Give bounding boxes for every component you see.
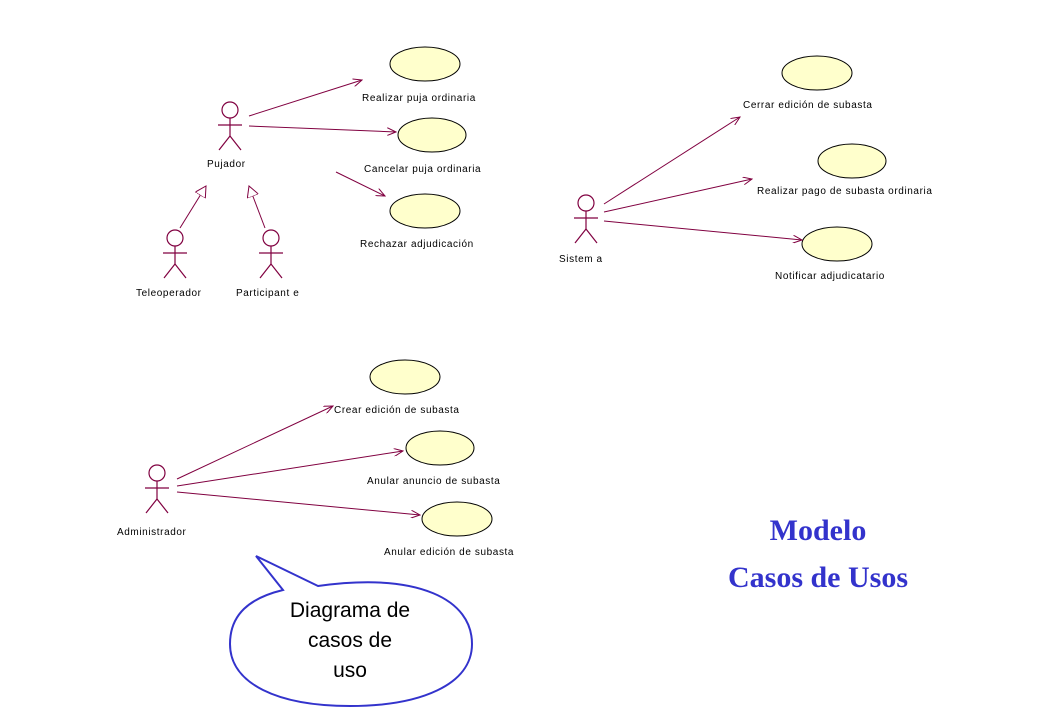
association-notificar: [603, 220, 802, 240]
usecase-label-realizar-pago: Realizar pago de subasta ordinaria: [757, 186, 933, 197]
callout-line2: casos de: [308, 629, 392, 652]
usecase-label-cerrar-edicion: Cerrar edición de subasta: [743, 100, 873, 111]
association-cerrar-edicion: [603, 117, 740, 205]
association-crear-edicion: [176, 406, 333, 480]
usecase-notificar: [801, 226, 873, 262]
actor-label-participante: Participant e: [236, 288, 299, 299]
usecase-anular-edicion: [421, 501, 493, 537]
callout-line1: Diagrama de: [290, 599, 410, 622]
usecase-label-notificar: Notificar adjudicatario: [775, 271, 885, 282]
actor-sistema: [574, 194, 598, 244]
generalization-participante: [249, 186, 266, 229]
title-line1: Modelo: [770, 514, 867, 547]
actor-label-sistema: Sistem a: [559, 254, 603, 265]
association-realizar-puja: [248, 80, 362, 117]
generalization-teleoperador: [179, 186, 206, 229]
usecase-anular-anuncio: [405, 430, 475, 466]
usecase-label-realizar-puja: Realizar puja ordinaria: [362, 93, 476, 104]
actor-label-administrador: Administrador: [117, 527, 187, 538]
association-anular-anuncio: [176, 451, 403, 487]
usecase-rechazar-adjudicacion: [389, 193, 461, 229]
callout-bubble: [228, 555, 474, 708]
usecase-realizar-puja: [389, 46, 461, 82]
usecase-cancelar-puja: [397, 117, 467, 153]
usecase-label-rechazar-adjudicacion: Rechazar adjudicación: [360, 239, 474, 250]
association-realizar-pago: [603, 179, 752, 213]
usecase-label-anular-edicion: Anular edición de subasta: [384, 547, 514, 558]
association-rechazar-adjudicacion: [335, 171, 385, 196]
title-line2: Casos de Usos: [728, 561, 908, 594]
association-cancelar-puja: [248, 125, 396, 132]
actor-pujador: [218, 101, 242, 151]
actor-label-pujador: Pujador: [207, 159, 246, 170]
usecase-label-cancelar-puja: Cancelar puja ordinaria: [364, 164, 481, 175]
actor-label-teleoperador: Teleoperador: [136, 288, 202, 299]
usecase-crear-edicion: [369, 359, 441, 395]
actor-administrador: [145, 464, 169, 514]
usecase-label-crear-edicion: Crear edición de subasta: [334, 405, 460, 416]
association-anular-edicion: [176, 491, 420, 515]
actor-participante: [259, 229, 283, 279]
callout-line3: uso: [333, 659, 367, 682]
actor-teleoperador: [163, 229, 187, 279]
usecase-realizar-pago: [817, 143, 887, 179]
usecase-cerrar-edicion: [781, 55, 853, 91]
usecase-label-anular-anuncio: Anular anuncio de subasta: [367, 476, 500, 487]
